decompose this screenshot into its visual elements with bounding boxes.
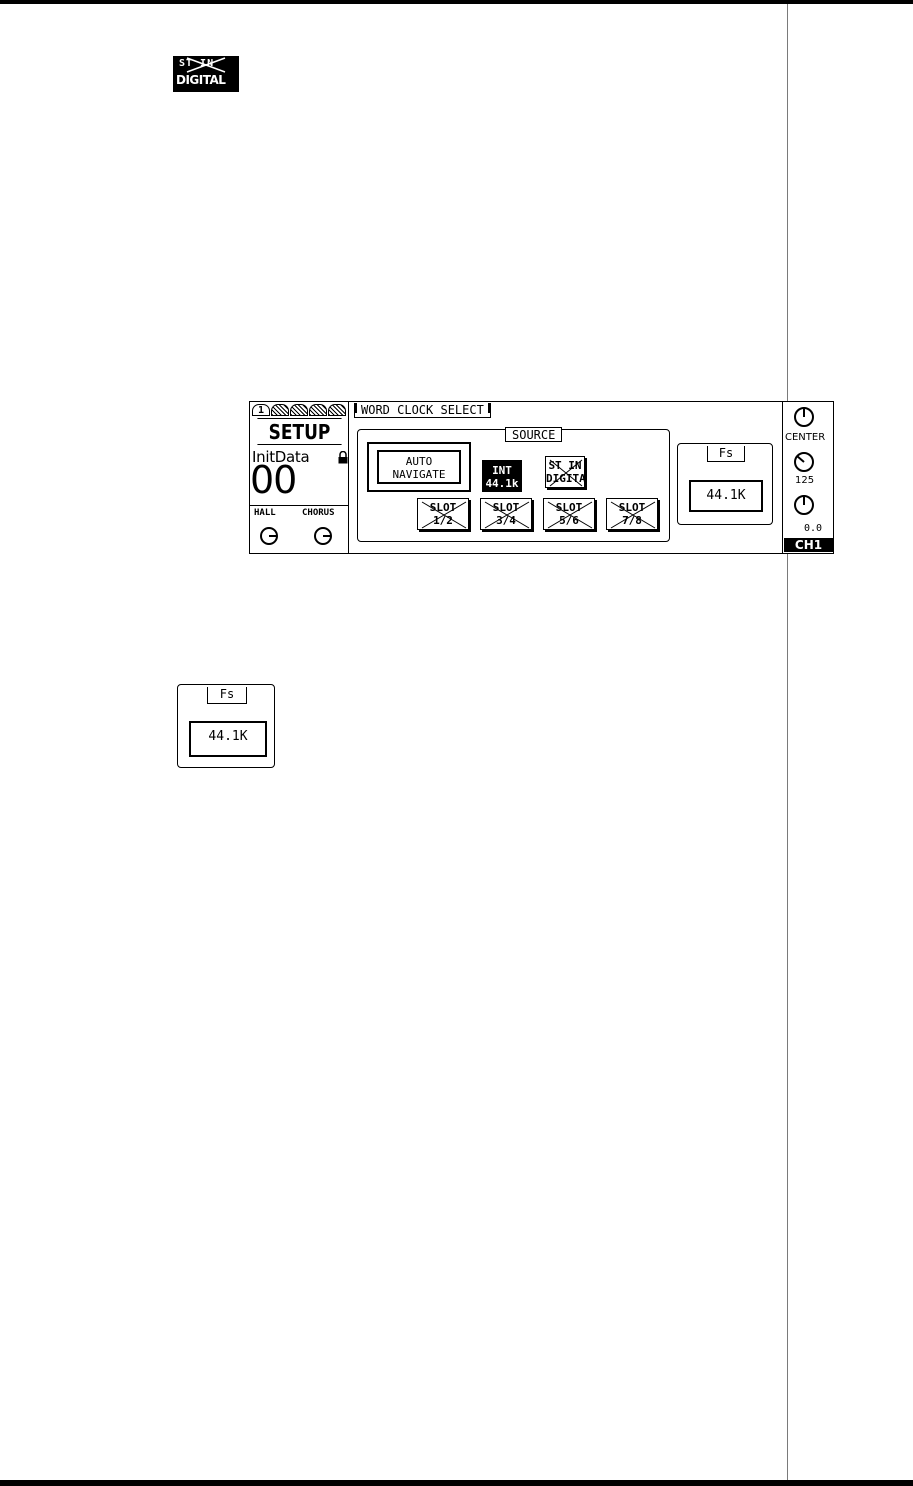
page-tab-3[interactable] <box>290 404 308 416</box>
effect-label-1: HALL <box>254 508 276 518</box>
page-tab-4[interactable] <box>309 404 327 416</box>
pan-knob-icon[interactable] <box>793 404 815 428</box>
channel-badge: CH1 <box>784 538 833 552</box>
page-title: WORD CLOCK SELECT <box>354 403 491 418</box>
channel-column: CENTER 125 0.0 CH1 <box>782 402 833 553</box>
margin-line <box>787 4 788 1480</box>
scene-title: InitData <box>252 448 310 466</box>
page-tab-2[interactable] <box>271 404 289 416</box>
lcd-screen: 1 SETUP InitData 00 HALL CHORUS WORD CLO… <box>249 401 834 554</box>
top-rule <box>0 0 913 4</box>
level-value: 0.0 <box>804 523 823 534</box>
knob-value: 125 <box>795 475 815 486</box>
effect-2-knob-icon[interactable] <box>313 526 333 546</box>
fs-label: Fs <box>207 687 247 704</box>
status-column: 1 SETUP InitData 00 HALL CHORUS <box>250 402 349 553</box>
level-knob-icon[interactable] <box>793 492 815 516</box>
cross-out-icon <box>610 501 656 529</box>
st-in-digital-icon: ST IN DIGITAL <box>173 56 239 92</box>
source-int-button[interactable]: INT 44.1k <box>482 460 522 492</box>
source-slot-1-2-button[interactable]: SLOT 1/2 <box>417 498 469 530</box>
screen-name: SETUP <box>257 418 342 445</box>
source-group: SOURCE AUTO NAVIGATE INT 44.1k ST IN DIG… <box>357 427 670 542</box>
page-tab-1[interactable]: 1 <box>252 404 270 416</box>
cross-out-icon <box>186 57 226 73</box>
fs-value: 44.1K <box>189 721 267 757</box>
cross-out-icon <box>421 501 467 529</box>
source-slot-7-8-button[interactable]: SLOT 7/8 <box>606 498 658 530</box>
fs-value: 44.1K <box>689 480 763 512</box>
fs-label: Fs <box>707 446 745 462</box>
pan-value: CENTER <box>785 432 826 443</box>
scene-number: 00 <box>250 458 297 502</box>
source-st-in-digital-button[interactable]: ST IN DIGITAL <box>545 456 585 488</box>
source-label: SOURCE <box>505 427 563 442</box>
cross-out-icon <box>549 459 583 487</box>
source-slot-3-4-button[interactable]: SLOT 3/4 <box>480 498 532 530</box>
auto-navigate-button[interactable]: AUTO NAVIGATE <box>367 442 471 492</box>
effect-label-2: CHORUS <box>302 508 335 518</box>
bottom-rule <box>0 1480 913 1486</box>
effect-1-knob-icon[interactable] <box>259 526 279 546</box>
lock-icon <box>338 451 348 464</box>
divider <box>250 505 349 506</box>
page-tabs: 1 <box>252 404 346 416</box>
knob-icon[interactable] <box>793 449 815 473</box>
cross-out-icon <box>484 501 530 529</box>
source-slot-5-6-button[interactable]: SLOT 5/6 <box>543 498 595 530</box>
fs-group: Fs 44.1K <box>677 443 773 525</box>
fs-zoom-panel: Fs 44.1K <box>177 684 275 768</box>
page-tab-5[interactable] <box>328 404 346 416</box>
cross-out-icon <box>547 501 593 529</box>
